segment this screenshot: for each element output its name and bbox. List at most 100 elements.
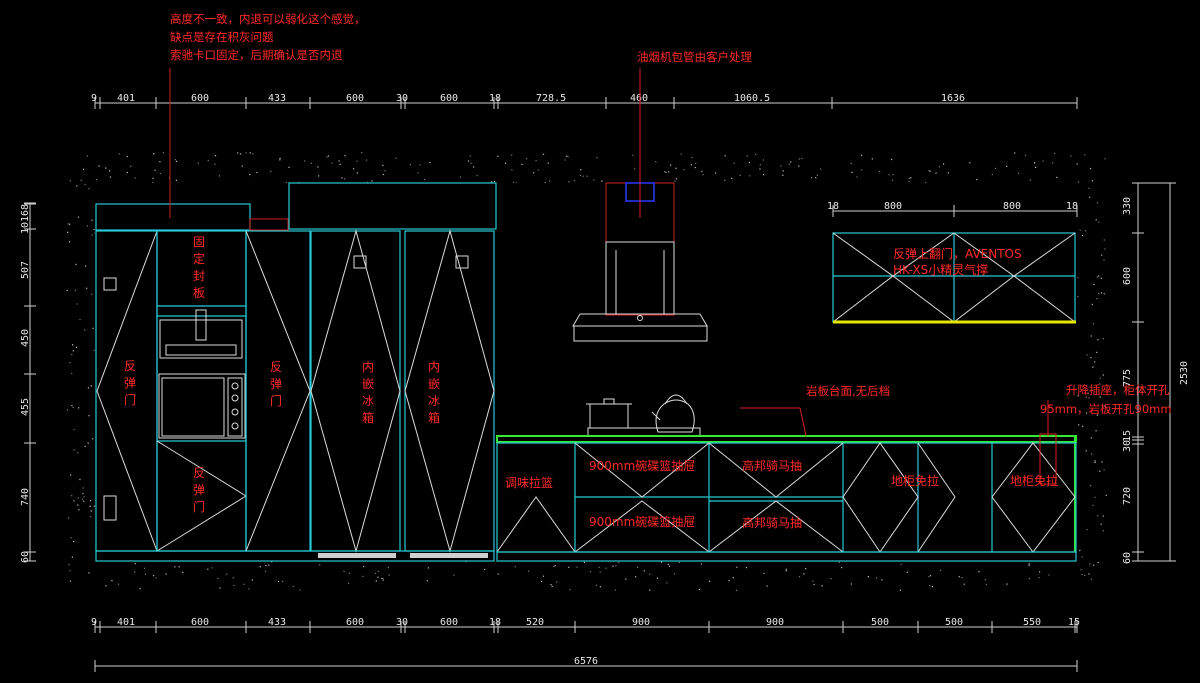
left-dim: 507 <box>20 261 31 279</box>
label-char: 冰 <box>428 394 440 408</box>
right-dimension-chain: 2530 330 600 775 15 30 720 60 <box>1122 182 1190 564</box>
top-dim: 433 <box>268 93 286 104</box>
left-door-label: 反 弹 门 <box>124 359 136 407</box>
oven-icon <box>158 373 246 439</box>
total-dim: 6576 <box>574 656 598 667</box>
bottom-dim: 30 <box>396 617 408 628</box>
upper-cabinet-label: HK-XS小精灵气撑 <box>893 262 988 277</box>
drawer-label: 高邦骑马抽 <box>742 458 802 473</box>
bottom-dim: 500 <box>945 617 963 628</box>
upper-cabinet: 18 800 800 18 <box>827 201 1078 324</box>
note-socket: 95mm，岩板开孔90mm <box>1040 402 1172 416</box>
label-char: 箱 <box>428 410 440 425</box>
bottom-dim: 520 <box>526 617 544 628</box>
bottom-dim: 600 <box>440 617 458 628</box>
top-dim: 600 <box>440 93 458 104</box>
note-top-left: 索驰卡口固定，后期确认是否内退 <box>170 48 343 62</box>
left-dim: 450 <box>20 329 31 347</box>
label-char: 冰 <box>362 394 374 408</box>
top-dim: 600 <box>191 93 209 104</box>
upper-dim: 800 <box>1003 201 1021 212</box>
bottom-dim: 550 <box>1023 617 1041 628</box>
bottom-dim: 600 <box>191 617 209 628</box>
top-dim: 600 <box>346 93 364 104</box>
bottom-dim: 18 <box>489 617 501 628</box>
note-leaders <box>169 68 1049 437</box>
label-char: 嵌 <box>362 377 374 391</box>
bottom-dim: 900 <box>766 617 784 628</box>
label-char: 箱 <box>362 410 374 425</box>
base-cabinet-label: 地柜免拉 <box>891 473 939 488</box>
fridge2-label: 内 嵌 冰 箱 <box>428 360 440 425</box>
bottom-dim: 433 <box>268 617 286 628</box>
top-dim: 460 <box>630 93 648 104</box>
left-dim: 10 <box>20 222 31 234</box>
top-dim: 18 <box>489 93 501 104</box>
top-dim: 1060.5 <box>734 93 770 104</box>
label-char: 内 <box>362 360 374 374</box>
label-char: 门 <box>124 392 136 407</box>
label-char: 定 <box>193 251 205 266</box>
right-dim: 60 <box>1122 552 1133 564</box>
label-char: 门 <box>270 393 282 408</box>
label-char: 门 <box>193 499 205 514</box>
left-dim: 168 <box>20 204 31 222</box>
elevation-area <box>95 183 1077 561</box>
label-char: 反 <box>270 360 282 374</box>
drawer-label: 高邦骑马抽 <box>742 515 802 530</box>
top-dim: 401 <box>117 93 135 104</box>
note-socket: 升降插座，柜体开孔 <box>1066 383 1170 397</box>
label-char: 反 <box>124 359 136 373</box>
upper-cabinet-label: 反弹上翻门，AVENTOS <box>893 246 1022 261</box>
mid-door-label: 反 弹 门 <box>270 360 282 408</box>
total-dimension: 6576 <box>94 656 1078 672</box>
upper-dim: 18 <box>1066 201 1078 212</box>
drawer-label: 900mm碗碟篮抽屉 <box>589 458 695 473</box>
upper-dim: 18 <box>827 201 839 212</box>
fixed-panel-label: 固 定 封 板 <box>193 235 205 300</box>
top-dim: 728.5 <box>536 93 566 104</box>
right-dim: 775 <box>1122 369 1133 387</box>
upper-dim: 800 <box>884 201 902 212</box>
coffee-machine-icon <box>159 309 243 359</box>
left-dim: 740 <box>20 488 31 506</box>
label-char: 内 <box>428 360 440 374</box>
label-char: 嵌 <box>428 377 440 391</box>
right-dim: 720 <box>1122 487 1133 505</box>
right-outer-dim: 2530 <box>1179 361 1190 385</box>
note-top-left: 高度不一致，内退可以弱化这个感觉， <box>170 12 366 26</box>
tall-cabinets <box>95 182 497 562</box>
label-char: 固 <box>193 235 205 249</box>
right-dim: 330 <box>1122 197 1133 215</box>
label-char: 板 <box>193 286 205 300</box>
right-dim: 30 <box>1122 440 1133 452</box>
top-dimension-chain: 9 401 600 433 600 30 600 18 728.5 460 10… <box>91 93 1078 109</box>
bottom-dimension-chain: 9 401 600 433 600 30 600 18 520 900 900 … <box>91 617 1080 633</box>
note-top-left: 缺点是存在积灰问题 <box>170 30 274 44</box>
seasoning-basket-label: 调味拉篮 <box>505 475 553 490</box>
label-char: 弹 <box>124 376 136 390</box>
bottom-dim: 15 <box>1068 617 1080 628</box>
bottom-dim: 500 <box>871 617 889 628</box>
left-dim: 455 <box>20 398 31 416</box>
fridge1-label: 内 嵌 冰 箱 <box>362 360 374 425</box>
bottom-dim: 401 <box>117 617 135 628</box>
left-dim: 60 <box>20 551 31 563</box>
drawer-label: 900mm碗碟篮抽屉 <box>589 514 695 529</box>
base-cabinets <box>496 433 1077 562</box>
label-char: 弹 <box>193 483 205 497</box>
wall-texture <box>66 152 1107 591</box>
top-dim: 9 <box>91 93 97 104</box>
right-dim: 15 <box>1122 430 1133 442</box>
lower-door-label: 反 弹 门 <box>193 466 205 514</box>
note-countertop: 岩板台面,无后档 <box>806 384 890 398</box>
label-char: 弹 <box>270 377 282 391</box>
note-hood: 油烟机包管由客户处理 <box>637 50 752 64</box>
label-char: 反 <box>193 466 205 480</box>
right-dim: 600 <box>1122 267 1133 285</box>
base-cabinet-label: 地柜免拉 <box>1010 473 1058 488</box>
left-dimension-chain: 10 168 507 450 455 740 60 <box>20 202 36 563</box>
top-dim: 30 <box>396 93 408 104</box>
top-dim: 1636 <box>941 93 965 104</box>
bottom-dim: 9 <box>91 617 97 628</box>
